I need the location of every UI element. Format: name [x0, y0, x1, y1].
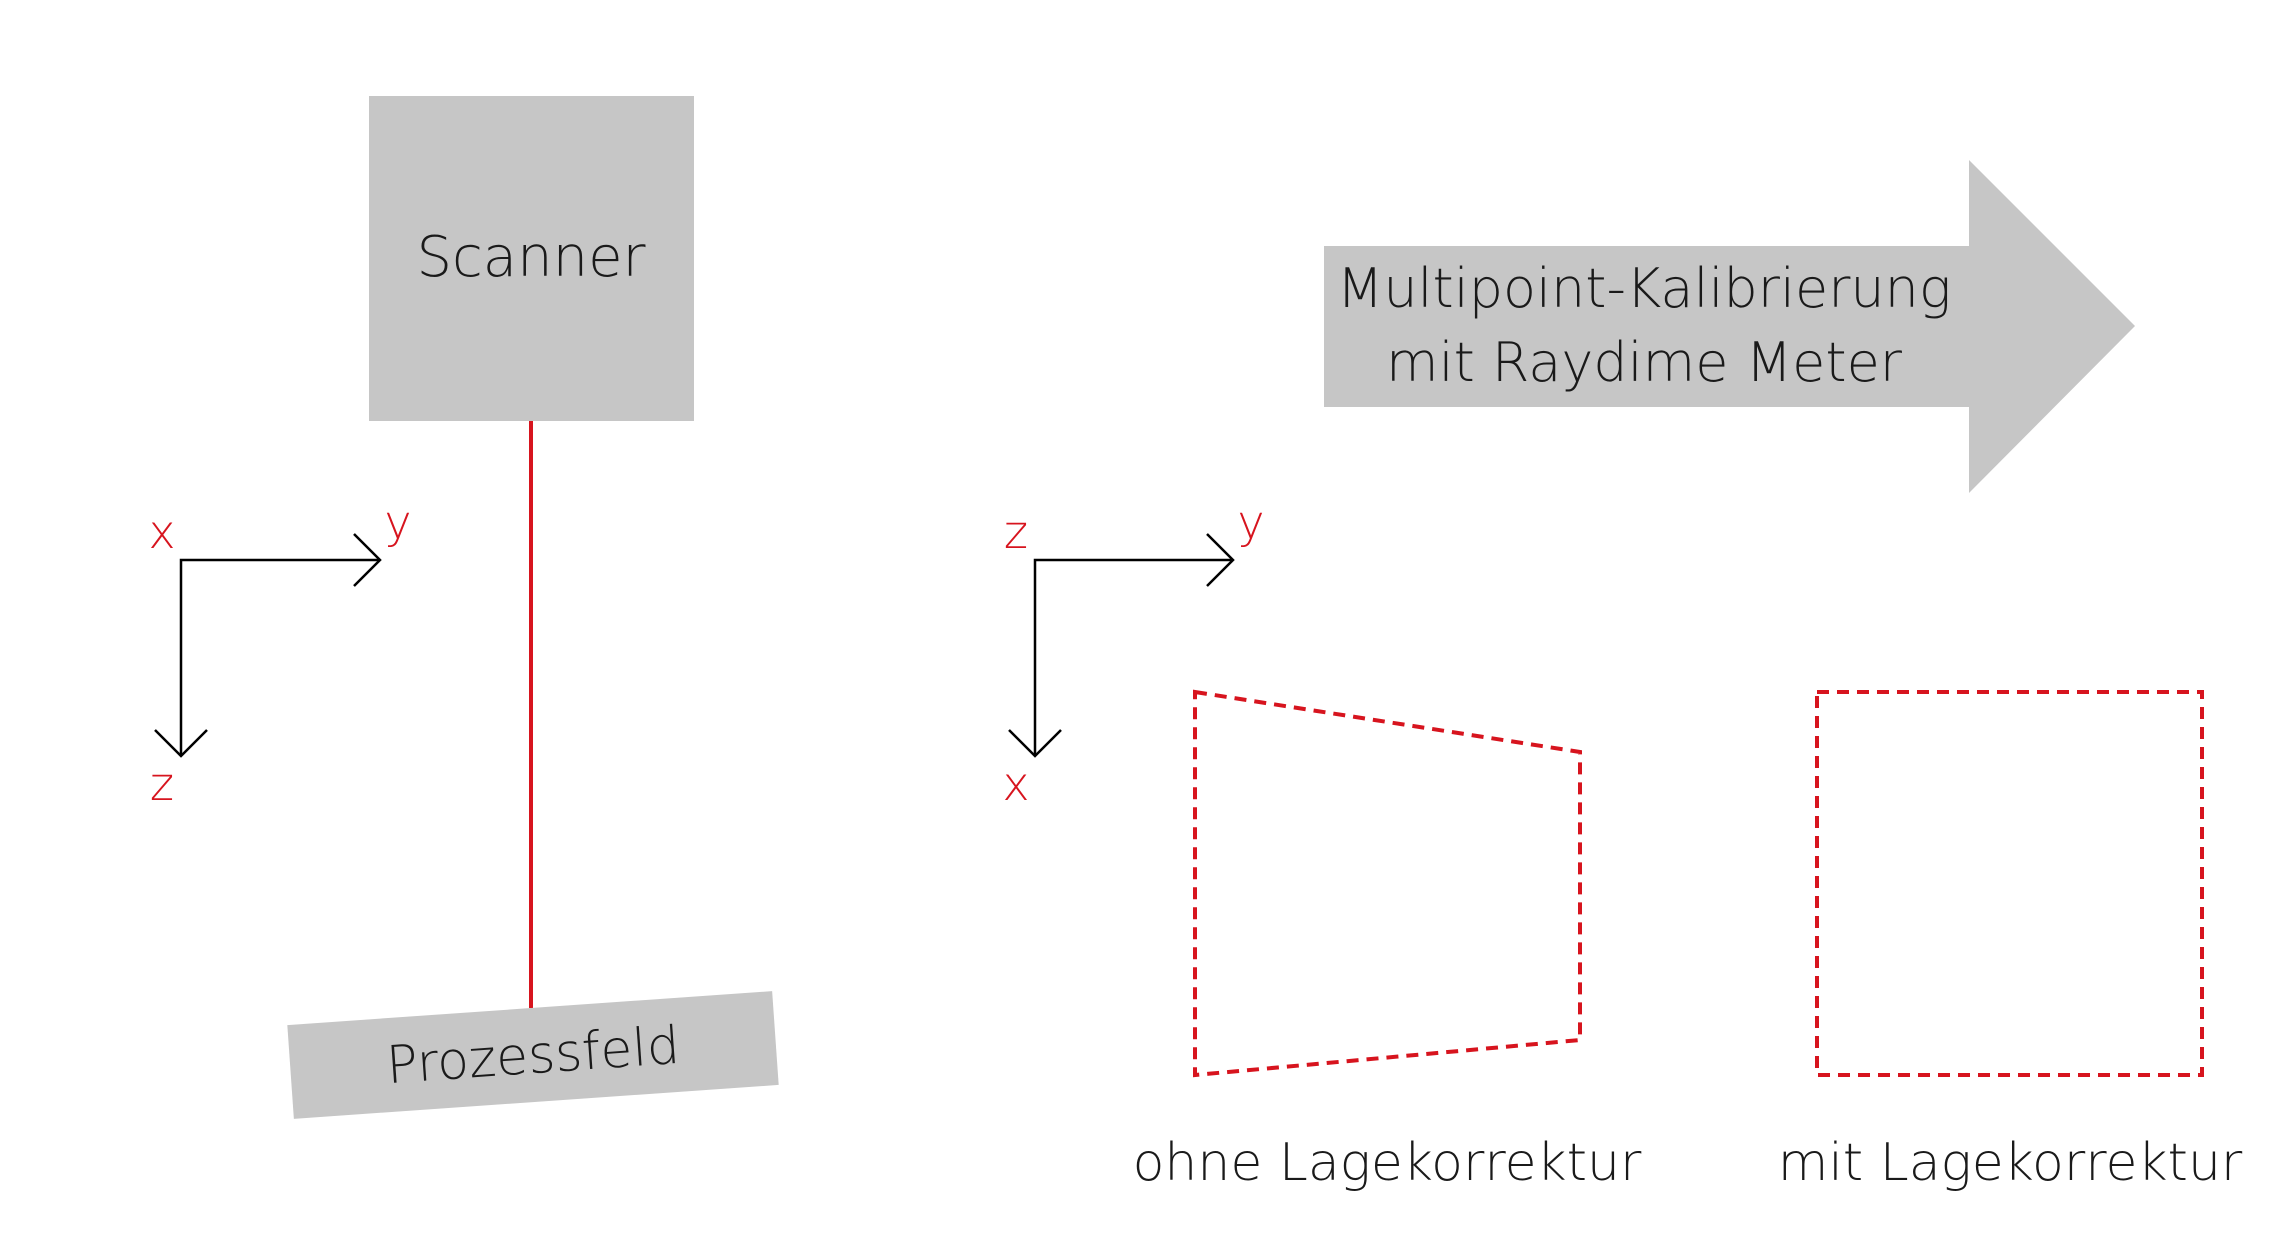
- process-field-box: [287, 991, 779, 1119]
- field-with-correction: [1815, 690, 2204, 1077]
- axis-right-z-label: z: [1004, 505, 1028, 559]
- axis-right-lines: [1033, 558, 1233, 756]
- scanner-box: [369, 96, 694, 421]
- axes-left: [154, 533, 382, 758]
- axis-left-lines: [179, 558, 380, 756]
- arrow-text-line1: Multipoint-Kalibrierung: [1337, 257, 1952, 320]
- field-without-correction: [1193, 689, 1582, 1078]
- axis-right-x-arrowhead: [1008, 729, 1062, 758]
- axis-left-z-label: z: [150, 757, 174, 811]
- scanner: Scanner: [369, 96, 694, 421]
- axis-left-y-label: y: [384, 495, 411, 549]
- caption-with-correction: mit Lagekorrektur: [1778, 1133, 2243, 1193]
- axis-right-x-label: x: [1002, 757, 1029, 811]
- arrow-shape: [1324, 160, 2135, 493]
- axis-right-y-label: y: [1237, 495, 1264, 549]
- calibration-arrow: Multipoint-Kalibrierung mit Raydime Mete…: [1324, 160, 2135, 493]
- axis-left-z-arrowhead: [154, 729, 208, 758]
- axis-right-y-arrowhead: [1206, 533, 1235, 587]
- arrow-text-line2: mit Raydime Meter: [1386, 331, 1903, 394]
- caption-without-correction: ohne Lagekorrektur: [1133, 1133, 1642, 1193]
- axis-left-y-arrowhead: [353, 533, 382, 587]
- axes-right: [1008, 533, 1235, 758]
- axis-left-x-label: x: [148, 505, 175, 559]
- scanner-label: Scanner: [416, 225, 645, 290]
- process-field: Prozessfeld: [287, 991, 779, 1119]
